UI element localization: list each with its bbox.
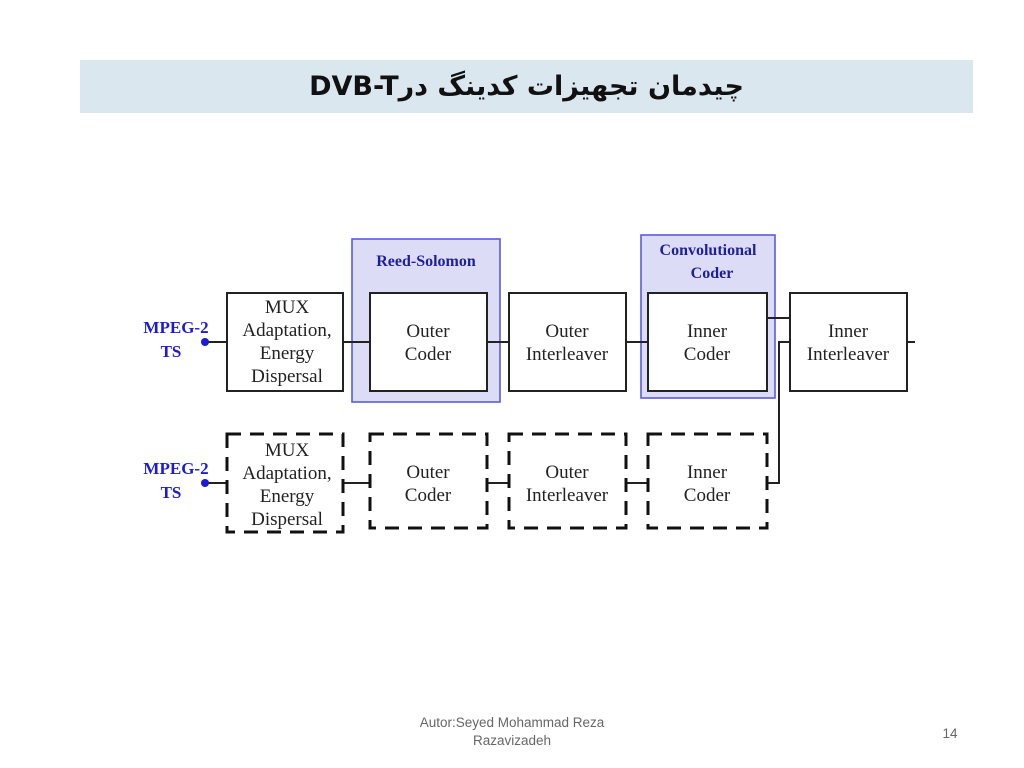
title-bar: چیدمان تجهیزات کدینگ درDVB-T xyxy=(80,60,973,113)
outer-coder-dashed-text-1: Outer xyxy=(406,462,450,483)
mux-text-3: Energy xyxy=(260,343,315,364)
input-port-bottom xyxy=(201,479,209,487)
convolutional-label-line2: Coder xyxy=(691,265,734,282)
mux-block xyxy=(226,292,344,392)
outer-coder-dashed-text-2: Coder xyxy=(405,485,452,506)
inner-coder-dashed-text-1: Inner xyxy=(687,462,728,483)
outer-interleaver-text-2: Interleaver xyxy=(526,344,609,365)
reed-solomon-label: Reed-Solomon xyxy=(376,253,476,270)
outer-interleaver-dashed-text-2: Interleaver xyxy=(526,485,609,506)
inner-interleaver-text-2: Interleaver xyxy=(807,344,890,365)
input-label-top-line2: TS xyxy=(161,342,182,361)
outer-coder-text-2: Coder xyxy=(405,344,452,365)
input-label-bottom-line2: TS xyxy=(161,483,182,502)
footer-author-line1: Autor:Seyed Mohammad Reza xyxy=(419,715,605,730)
inner-coder-block xyxy=(647,292,768,392)
inner-interleaver-block xyxy=(789,292,908,392)
mux-dashed-text-2: Adaptation, xyxy=(242,463,331,484)
outer-interleaver-dashed-text-1: Outer xyxy=(545,462,589,483)
mux-text-4: Dispersal xyxy=(251,366,323,387)
input-label-top-line1: MPEG-2 xyxy=(143,318,208,337)
footer-author-line2: Razavizadeh xyxy=(472,733,552,748)
mux-text-2: Adaptation, xyxy=(242,320,331,341)
convolutional-label-line1: Convolutional xyxy=(660,242,757,259)
mux-dashed-text-3: Energy xyxy=(260,486,315,507)
inner-coder-dashed-text-2: Coder xyxy=(684,485,731,506)
outer-interleaver-text-1: Outer xyxy=(545,321,589,342)
input-port-top xyxy=(201,338,209,346)
page-number: 14 xyxy=(942,726,958,741)
outer-interleaver-block-dashed xyxy=(507,432,628,530)
mux-block-dashed xyxy=(225,432,345,534)
inner-coder-text-2: Coder xyxy=(684,344,731,365)
inner-interleaver-text-1: Inner xyxy=(828,321,869,342)
outer-coder-block xyxy=(369,292,488,392)
outer-coder-text-1: Outer xyxy=(406,321,450,342)
outer-interleaver-block xyxy=(508,292,627,392)
mux-dashed-text-4: Dispersal xyxy=(251,509,323,530)
mux-text-1: MUX xyxy=(265,297,310,318)
slide-title: چیدمان تجهیزات کدینگ درDVB-T xyxy=(309,71,744,102)
input-label-bottom-line1: MPEG-2 xyxy=(143,459,208,478)
mux-dashed-text-1: MUX xyxy=(265,440,310,461)
outer-coder-block-dashed xyxy=(368,432,489,530)
inner-coder-text-1: Inner xyxy=(687,321,728,342)
wire-inner-coder2-to-inner-interleaver xyxy=(767,341,790,484)
inner-coder-block-dashed xyxy=(646,432,769,530)
footer-author: Autor:Seyed Mohammad Reza Razavizadeh xyxy=(382,714,642,750)
